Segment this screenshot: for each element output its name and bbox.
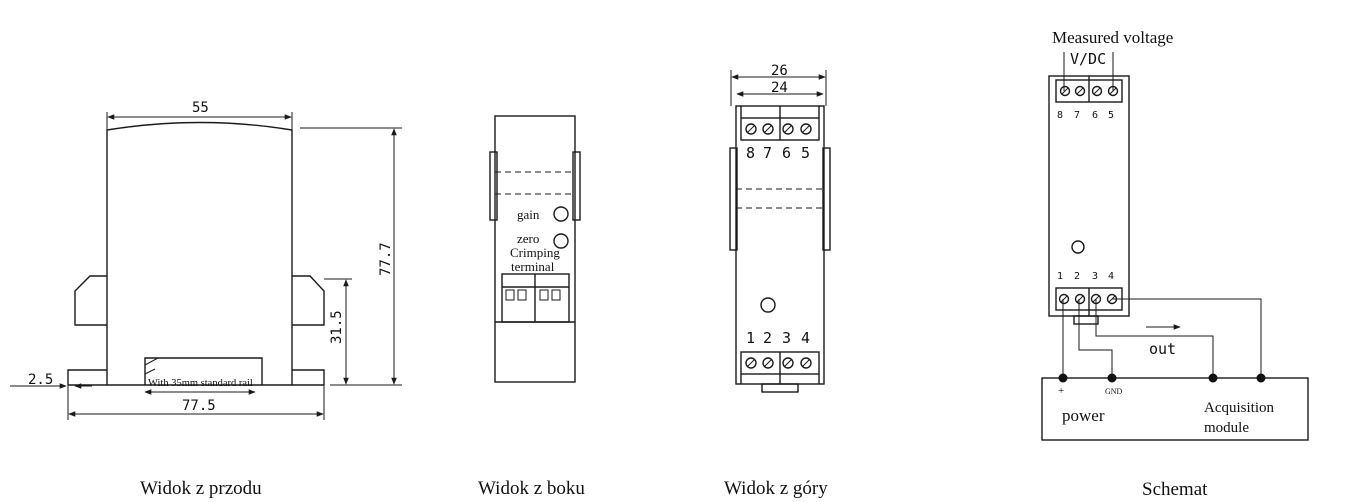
side-view: gain zero Crimping terminal Widok z boku: [478, 115, 585, 499]
schematic-lower-terminal-number: 4: [1108, 271, 1114, 282]
dim-base-label: 77.5: [182, 398, 216, 414]
schematic-lower-terminal-number: 2: [1074, 271, 1080, 282]
dim-inner-label: 24: [771, 80, 788, 96]
schematic-upper-terminal-number: 7: [1074, 110, 1080, 121]
top-upper-screw-icon: [762, 123, 774, 135]
front-base: [67, 369, 325, 385]
schematic-upper-terminal-number: 8: [1057, 110, 1063, 121]
dim-height-label: 77.7: [378, 242, 394, 276]
dim-rail-height-label: 31.5: [329, 310, 345, 344]
dim-width-label: 55: [192, 100, 209, 116]
gnd-label: GND: [1105, 387, 1123, 396]
schematic-upper-screw-icon: [1059, 85, 1071, 97]
caption-side: Widok z boku: [478, 478, 585, 499]
gain-potentiometer-icon: [553, 206, 569, 222]
front-left-clip: [74, 275, 107, 326]
measured-voltage-label: Measured voltage: [1052, 28, 1173, 47]
voltage-unit-label: V/DC: [1070, 50, 1106, 68]
top-upper-screw-icon: [745, 123, 757, 135]
schematic-lower-terminal-number: 3: [1092, 271, 1098, 282]
dim-outer-label: 26: [771, 63, 788, 79]
schematic-indicator-icon: [1071, 240, 1085, 254]
caption-front: Widok z przodu: [140, 478, 262, 499]
schematic-upper-terminal-number: 5: [1108, 110, 1114, 121]
schematic-lower-screw-icon: [1074, 293, 1086, 305]
schematic-lower-screw-icon: [1058, 293, 1070, 305]
top-lower-screw-icon: [745, 357, 757, 369]
plus-label: +: [1058, 385, 1064, 397]
front-right-clip: [292, 275, 325, 326]
power-acquisition-box: [1041, 377, 1309, 441]
top-lower-screw-icon: [782, 357, 794, 369]
schematic-upper-screw-icon: [1074, 85, 1086, 97]
gain-label: gain: [517, 207, 540, 222]
front-housing: [106, 121, 293, 385]
out-label: out: [1149, 340, 1176, 358]
schematic-upper-terminal-number: 6: [1092, 110, 1098, 121]
top-upper-screw-icon: [782, 123, 794, 135]
zero-potentiometer-icon: [553, 233, 569, 249]
caption-schematic: Schemat: [1142, 479, 1208, 500]
top-lower-screw-icon: [762, 357, 774, 369]
rail-label: With 35mm standard rail: [148, 378, 253, 389]
schematic-upper-screw-icon: [1107, 85, 1119, 97]
top-indicator-icon: [760, 297, 776, 313]
power-label: power: [1062, 406, 1105, 425]
front-view: With 35mm standard rail 55 77.7 31.5 2.5…: [10, 100, 402, 499]
crimping-label-2: terminal: [511, 259, 555, 274]
dim-offset-label: 2.5: [28, 372, 53, 388]
zero-label: zero: [517, 231, 539, 246]
acquisition-label-1: Acquisition: [1204, 400, 1274, 416]
top-lower-screw-icon: [800, 357, 812, 369]
front-rail: [144, 357, 263, 385]
schematic-lower-terminal-number: 1: [1057, 271, 1063, 282]
crimping-label-1: Crimping: [510, 245, 560, 260]
top-upper-screw-icon: [800, 123, 812, 135]
acquisition-label-2: module: [1204, 420, 1249, 436]
side-housing: [494, 115, 576, 383]
schematic-upper-screw-icon: [1091, 85, 1103, 97]
caption-top: Widok z góry: [724, 478, 828, 499]
